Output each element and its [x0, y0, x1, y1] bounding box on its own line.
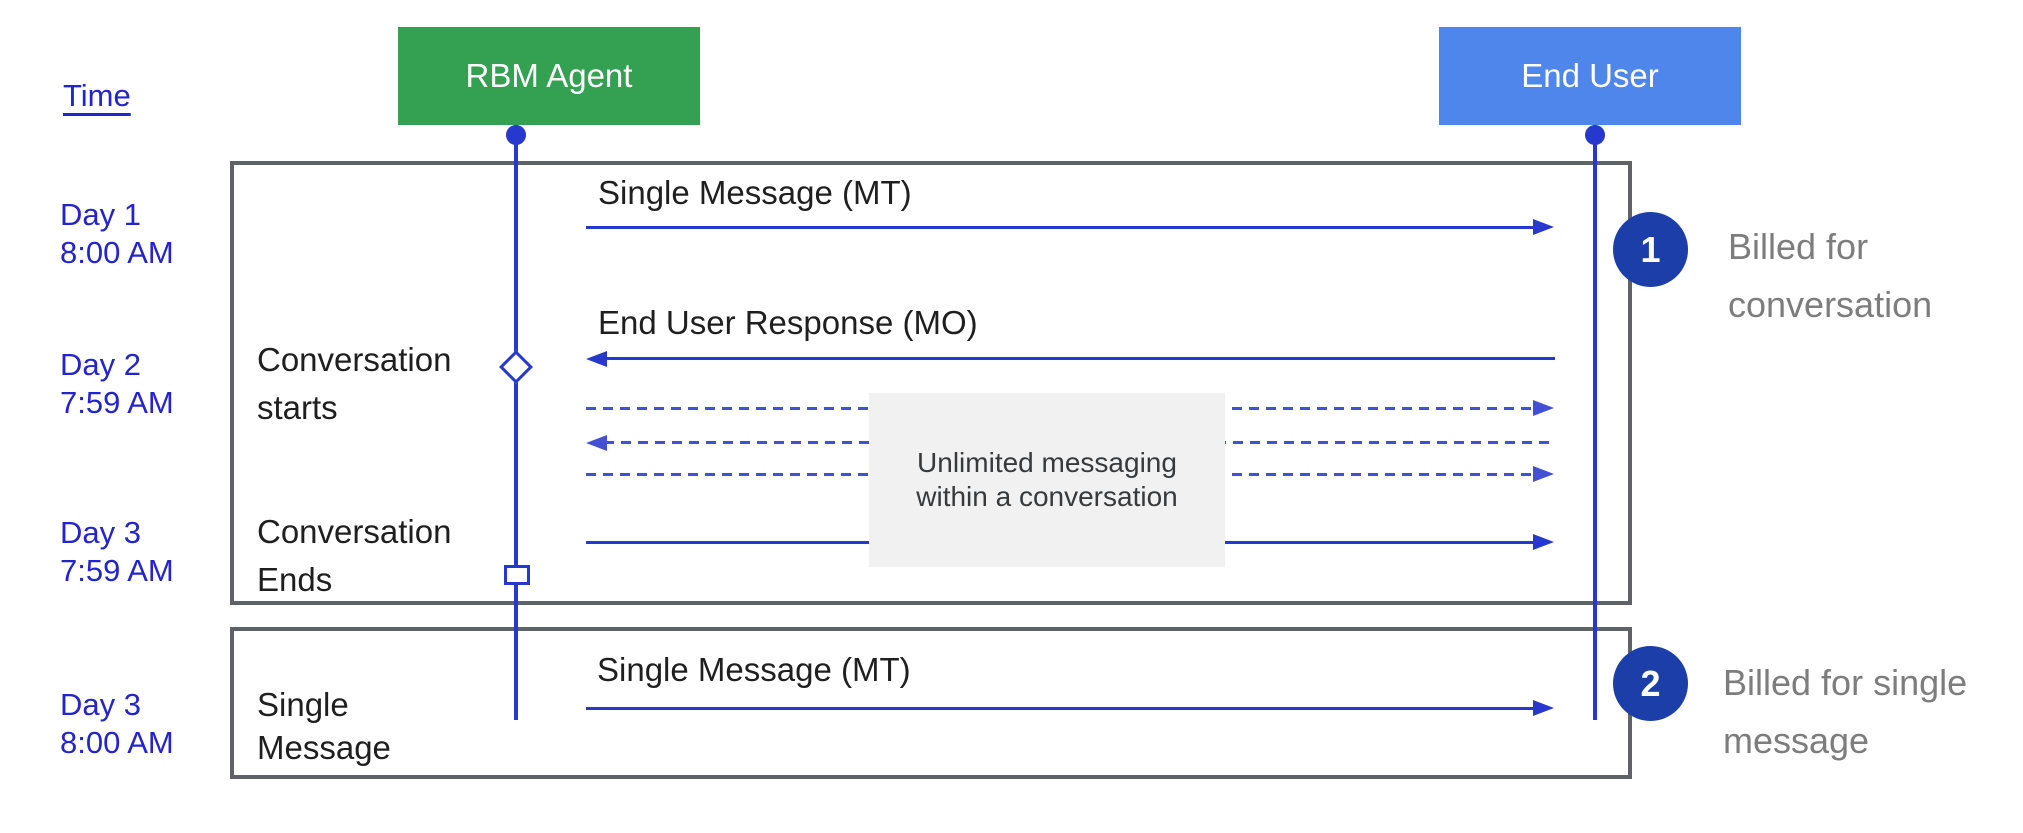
timeline-event-time: 8:00 AM [60, 235, 174, 270]
message-label-single-message-mt: Single Message (MT) [598, 174, 912, 211]
conversation-ends-label: Conversation Ends [257, 508, 451, 604]
badge-number: 2 [1640, 662, 1661, 704]
billed-line: Billed for single [1723, 662, 1968, 703]
actor-label: End User [1521, 57, 1659, 94]
timeline-event-day: Day 1 [60, 197, 141, 232]
conversation-end-square-icon [504, 565, 530, 585]
arrowhead-left-icon [586, 435, 607, 451]
billed-line: message [1723, 720, 1870, 761]
timeline-event-day3-800: Day 3 8:00 AM [60, 686, 174, 762]
time-column-title: Time [63, 78, 131, 113]
billing-badge-1: 1 [1613, 212, 1688, 287]
label-line: Conversation [257, 341, 452, 378]
arrowhead-right-icon [1533, 219, 1554, 235]
actor-label: RBM Agent [465, 57, 633, 94]
label-line: Message [257, 729, 391, 766]
billed-line: Billed for [1728, 226, 1869, 267]
timeline-event-day: Day 3 [60, 515, 141, 550]
unlimited-messaging-note: Unlimited messaging within a conversatio… [869, 393, 1225, 567]
timeline-event-time: 7:59 AM [60, 385, 174, 420]
actor-rbm-agent: RBM Agent [398, 27, 700, 125]
timeline-event-day: Day 2 [60, 347, 141, 382]
timeline-event-time: 8:00 AM [60, 725, 174, 760]
message-label-single-message-mt-2: Single Message (MT) [597, 651, 911, 688]
arrowhead-right-icon [1533, 700, 1554, 716]
timeline-event-day1: Day 1 8:00 AM [60, 196, 174, 272]
arrow-shaft [586, 226, 1536, 229]
billed-for-conversation-label: Billed for conversation [1728, 218, 1932, 334]
conversation-billing-frame [230, 161, 1632, 605]
note-line: within a conversation [916, 481, 1178, 512]
arrowhead-right-icon [1533, 466, 1554, 482]
arrowhead-right-icon [1533, 400, 1554, 416]
billed-line: conversation [1728, 284, 1933, 325]
timeline-event-day: Day 3 [60, 687, 141, 722]
arrow-shaft [604, 357, 1555, 360]
label-line: starts [257, 389, 338, 426]
rbm-agent-lifeline [514, 125, 518, 720]
message-label-end-user-response-mo: End User Response (MO) [598, 304, 978, 341]
label-line: Conversation [257, 513, 452, 550]
single-message-billing-frame [230, 627, 1632, 779]
badge-number: 1 [1640, 228, 1661, 270]
timeline-event-day2: Day 2 7:59 AM [60, 346, 174, 422]
billed-for-single-message-label: Billed for single message [1723, 654, 1967, 770]
billing-badge-2: 2 [1613, 646, 1688, 721]
actor-end-user: End User [1439, 27, 1741, 125]
timeline-event-day3-759: Day 3 7:59 AM [60, 514, 174, 590]
label-line: Single [257, 686, 349, 723]
conversation-starts-label: Conversation starts [257, 336, 451, 432]
end-user-lifeline [1593, 125, 1597, 720]
note-line: Unlimited messaging [917, 447, 1177, 478]
single-message-row-label: Single Message [257, 683, 391, 769]
label-line: Ends [257, 561, 333, 598]
arrow-shaft [586, 707, 1536, 710]
arrowhead-left-icon [586, 351, 607, 367]
arrowhead-right-icon [1533, 534, 1554, 550]
timeline-event-time: 7:59 AM [60, 553, 174, 588]
